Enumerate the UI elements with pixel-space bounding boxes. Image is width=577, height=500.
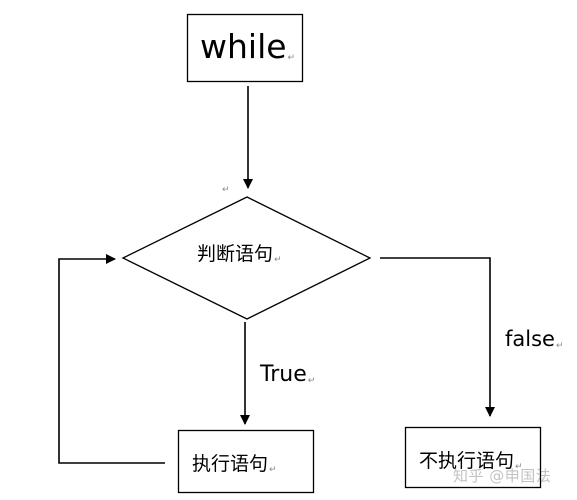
true-edge-label: True↵ <box>260 364 315 386</box>
execute-label-text: 执行语句 <box>192 453 269 475</box>
decision-label-text: 判断语句 <box>197 243 274 265</box>
paragraph-mark: ↵ <box>307 376 316 386</box>
start-box <box>186 13 304 83</box>
decision-diamond <box>121 196 372 320</box>
false-edge-label: false↵ <box>505 329 564 351</box>
true-edge-label-text: True <box>260 362 307 387</box>
skip-label-text: 不执行语句 <box>419 450 515 472</box>
skip-box <box>404 426 542 489</box>
paragraph-mark: ↵ <box>274 255 282 265</box>
edge-loop-back <box>58 254 165 464</box>
execute-label: 执行语句↵ <box>192 455 277 475</box>
false-edge-label-text: false <box>505 327 555 351</box>
start-label: while↵ <box>200 30 295 63</box>
paragraph-mark: ↵ <box>287 53 296 63</box>
watermark: 知乎 @申国法 <box>453 467 552 485</box>
start-label-text: while <box>200 27 287 66</box>
paragraph-mark: ↵ <box>555 341 564 351</box>
paragraph-mark: ↵ <box>515 462 523 472</box>
decision-label: 判断语句↵ <box>197 245 282 265</box>
execute-box <box>177 429 315 494</box>
paragraph-mark: ↵ <box>269 465 277 475</box>
edge-decision-to-skip <box>380 257 495 417</box>
skip-label: 不执行语句↵ <box>419 452 523 472</box>
stray-paragraph-mark: ↵ <box>222 185 230 195</box>
